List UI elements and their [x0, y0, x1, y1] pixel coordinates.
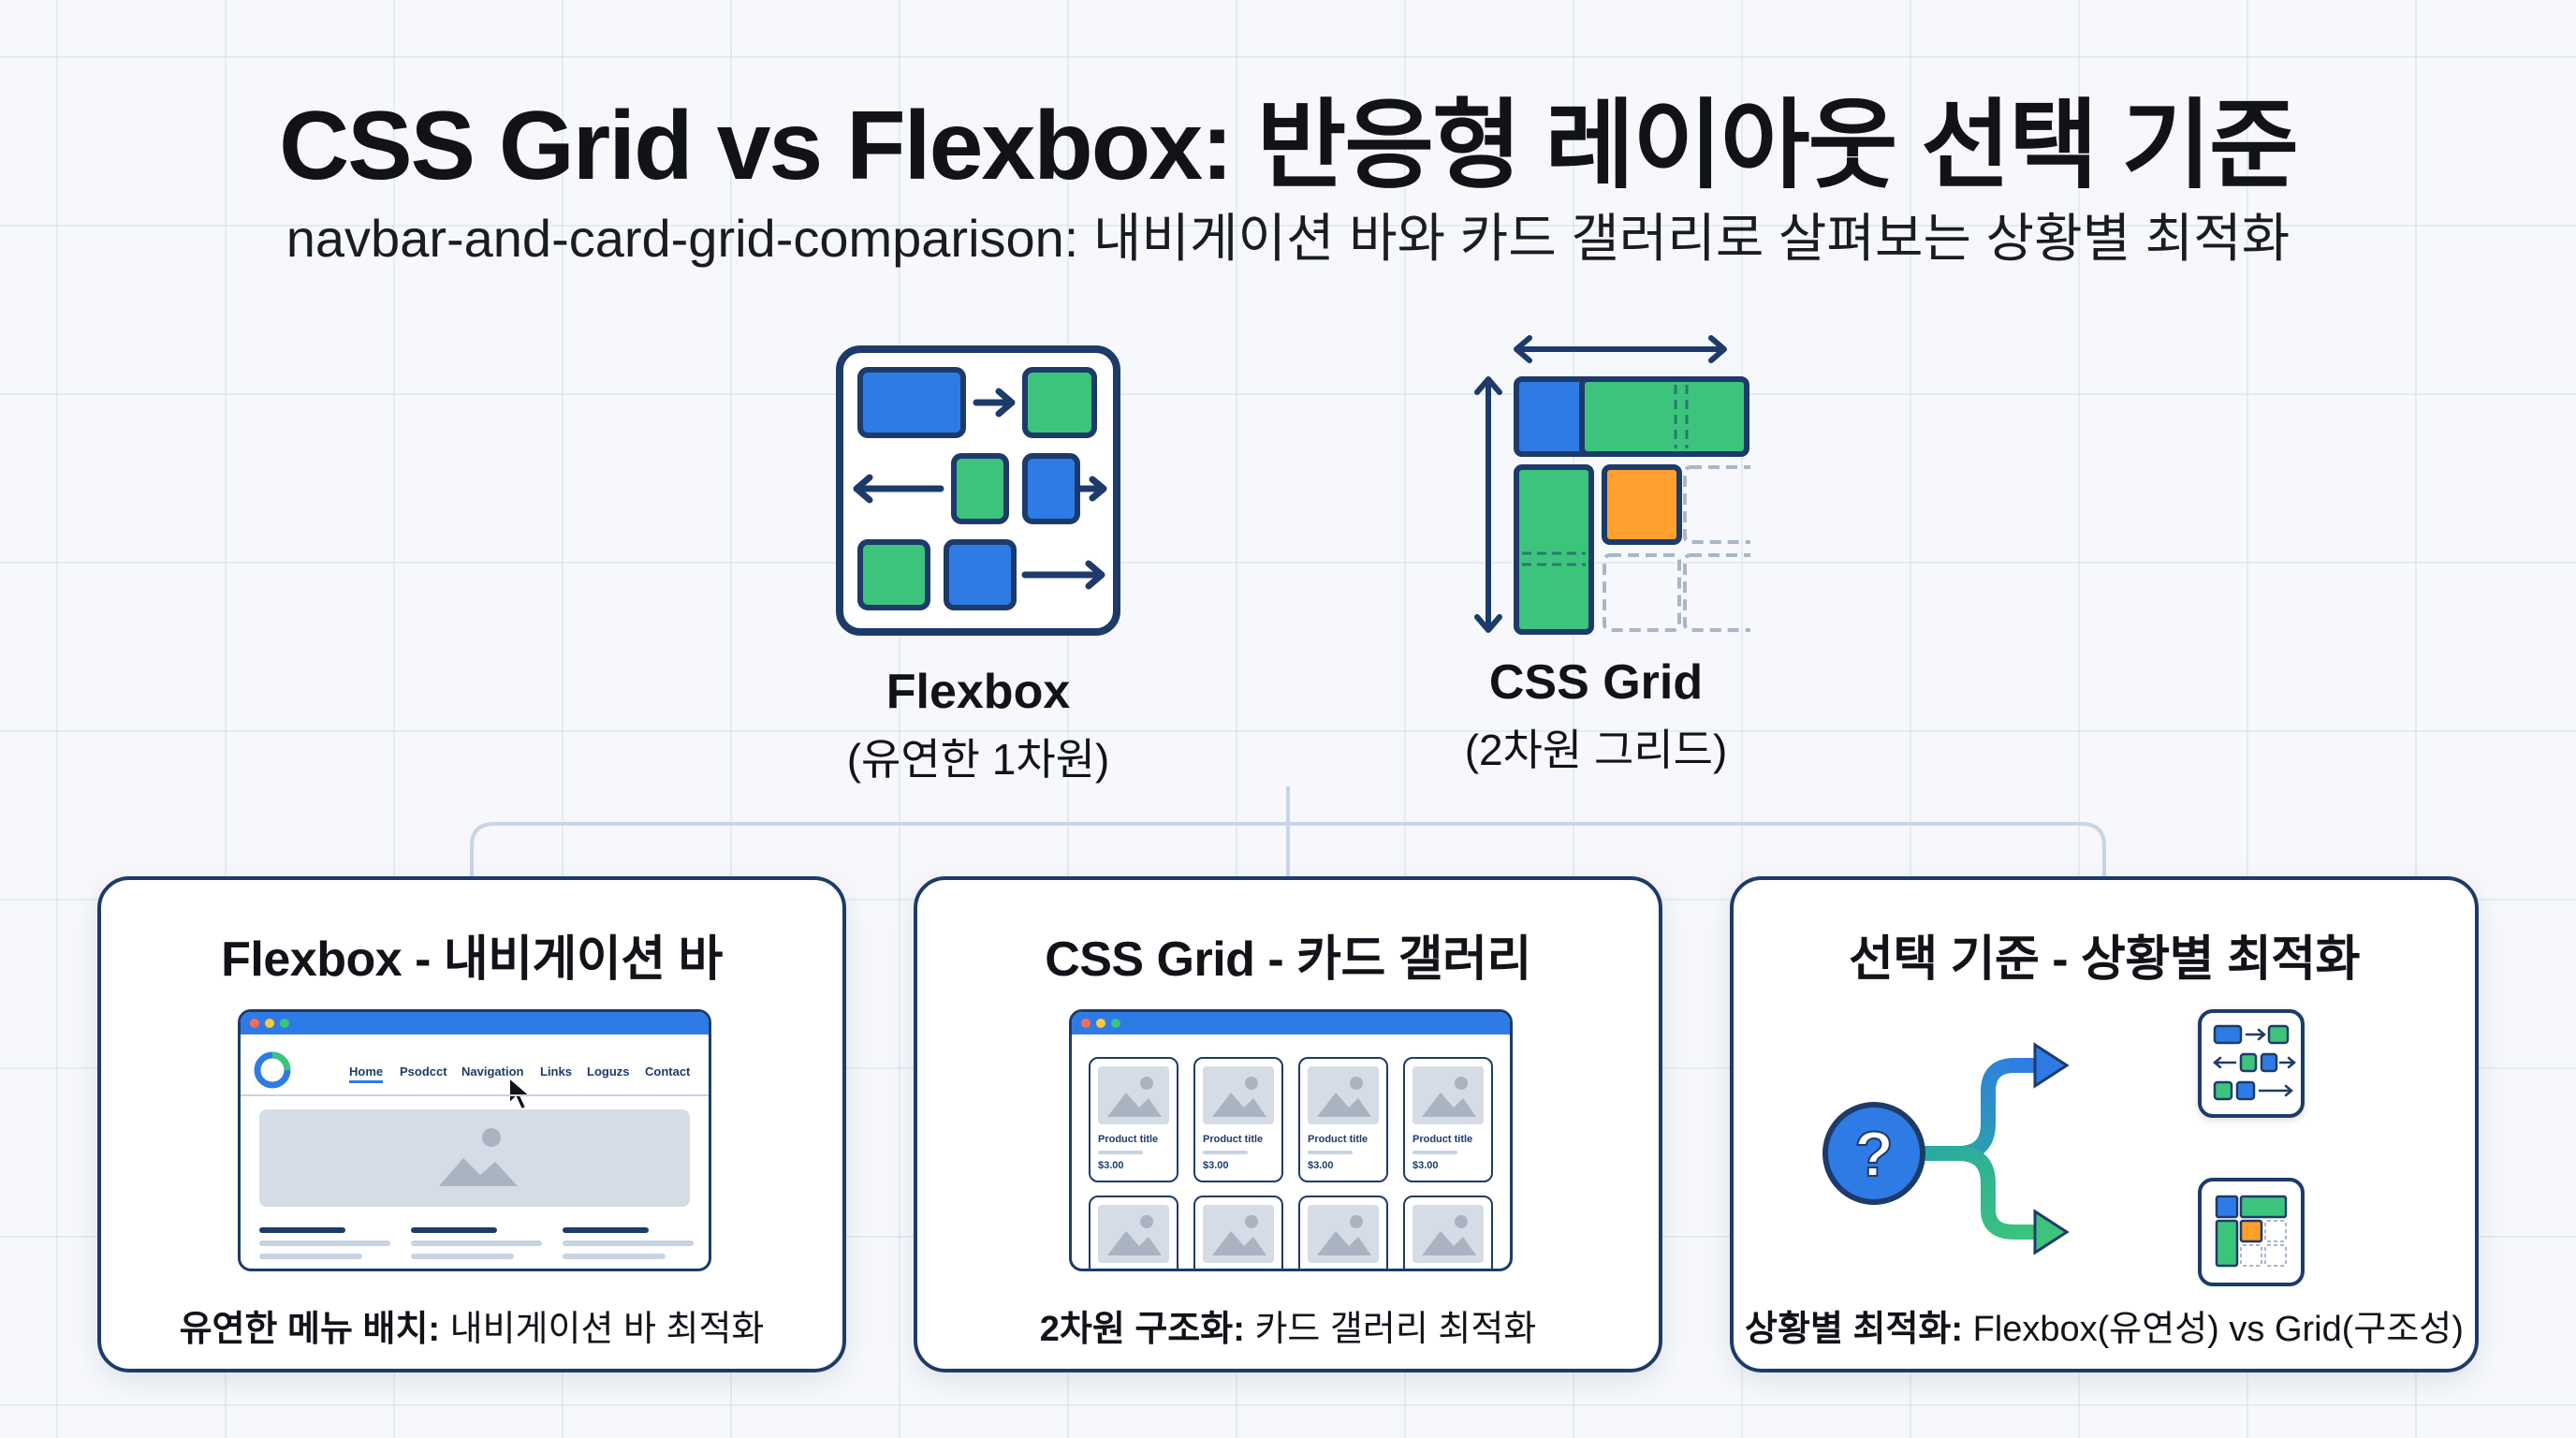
- card-title: Flexbox - 내비게이션 바: [221, 932, 723, 987]
- question-icon: ?: [1822, 1102, 1925, 1205]
- text-line: [563, 1227, 649, 1233]
- grid-hero: CSS Grid (2차원 그리드): [1409, 332, 1783, 778]
- navbar-divider: [241, 1094, 709, 1096]
- grid-mini-icon: [2198, 1178, 2305, 1286]
- nav-link-product[interactable]: Psodcct: [400, 1064, 447, 1078]
- flexbox-label: Flexbox: [886, 665, 1071, 719]
- text-line: [563, 1240, 694, 1246]
- nav-link-contact[interactable]: Contact: [645, 1064, 691, 1078]
- text-line: [1098, 1151, 1143, 1154]
- product-card[interactable]: [1193, 1196, 1283, 1269]
- text-line: [259, 1227, 345, 1233]
- window-dot-icon: [1096, 1019, 1105, 1028]
- image-placeholder: [1412, 1205, 1484, 1263]
- nav-link-home[interactable]: Home: [349, 1064, 384, 1083]
- nav-link-navigation[interactable]: Navigation: [461, 1064, 524, 1078]
- window-dot-icon: [1111, 1019, 1120, 1028]
- text-line: [1412, 1151, 1457, 1154]
- text-line: [1203, 1151, 1248, 1154]
- text-line: [1308, 1151, 1353, 1154]
- window-dot-icon: [1081, 1019, 1090, 1028]
- window-title-bar: [241, 1012, 709, 1034]
- image-placeholder: [1203, 1066, 1274, 1124]
- card-caption: 상황별 최적화: Flexbox(유연성) vs Grid(구조성): [1734, 1299, 2475, 1351]
- page-subtitle: navbar-and-card-grid-comparison: 내비게이션 바…: [285, 209, 2291, 268]
- image-icon: [439, 1128, 518, 1186]
- logo-icon: [254, 1051, 291, 1089]
- image-icon: [1422, 1215, 1476, 1255]
- product-card[interactable]: Product title $3.00: [1193, 1057, 1283, 1182]
- image-icon: [1212, 1215, 1266, 1255]
- decision-diagram: ?: [1822, 1009, 2305, 1286]
- flexbox-hero: Flexbox (유연한 1차원): [791, 342, 1165, 787]
- grid-sublabel: (2차원 그리드): [1464, 726, 1728, 774]
- product-price: $3.00: [1203, 1160, 1229, 1171]
- product-title: Product title: [1412, 1134, 1473, 1145]
- nav-link-logos[interactable]: Loguzs: [587, 1064, 630, 1078]
- flexbox-diagram-icon: [836, 345, 1120, 636]
- flexbox-sublabel: (유연한 1차원): [846, 735, 1110, 784]
- image-placeholder: [1308, 1205, 1379, 1263]
- navbar-mockup: Home Psodcct Navigation Links Loguzs Con…: [238, 1009, 711, 1271]
- product-price: $3.00: [1098, 1160, 1124, 1171]
- window-title-bar: [1072, 1012, 1510, 1034]
- image-icon: [1107, 1077, 1162, 1117]
- nav-link-links[interactable]: Links: [540, 1064, 572, 1078]
- card-flexbox-navbar: Flexbox - 내비게이션 바 Home Psodcct Navigatio…: [97, 876, 846, 1372]
- gallery-mockup: Product title $3.00 Product title $3.00 …: [1069, 1009, 1513, 1271]
- card-grid-gallery: CSS Grid - 카드 갤러리 Product title $3.00 Pr…: [914, 876, 1662, 1372]
- grid-label: CSS Grid: [1488, 655, 1704, 710]
- product-card[interactable]: Product title $3.00: [1089, 1057, 1178, 1182]
- text-line: [411, 1254, 514, 1259]
- card-caption: 2차원 구조화: 카드 갤러리 최적화: [917, 1299, 1659, 1351]
- card-title: 선택 기준 - 상황별 최적화: [1848, 932, 2361, 987]
- text-line: [411, 1240, 542, 1246]
- image-placeholder: [1308, 1066, 1379, 1124]
- image-icon: [1212, 1077, 1266, 1117]
- product-title: Product title: [1308, 1134, 1368, 1145]
- product-card[interactable]: Product title $3.00: [1298, 1057, 1388, 1182]
- product-card[interactable]: [1403, 1196, 1493, 1269]
- question-mark: ?: [1854, 1119, 1894, 1190]
- product-title: Product title: [1098, 1134, 1159, 1145]
- caption-bold: 2차원 구조화:: [1039, 1310, 1245, 1349]
- caption-text: 내비게이션 바 최적화: [440, 1310, 765, 1349]
- image-icon: [1107, 1215, 1162, 1255]
- window-dot-icon: [280, 1019, 289, 1028]
- caption-bold: 상황별 최적화:: [1745, 1310, 1964, 1349]
- text-line: [563, 1254, 666, 1259]
- window-dot-icon: [265, 1019, 274, 1028]
- flexbox-mini-icon: [2198, 1009, 2305, 1118]
- caption-bold: 유연한 메뉴 배치:: [179, 1310, 441, 1349]
- text-line: [259, 1254, 362, 1259]
- product-card[interactable]: [1298, 1196, 1388, 1269]
- text-line: [259, 1240, 390, 1246]
- product-price: $3.00: [1308, 1160, 1334, 1171]
- product-card[interactable]: Product title $3.00: [1403, 1057, 1493, 1182]
- product-card[interactable]: [1089, 1196, 1178, 1269]
- window-dot-icon: [250, 1019, 259, 1028]
- image-icon: [1317, 1077, 1371, 1117]
- image-placeholder: [1412, 1066, 1484, 1124]
- image-placeholder: [1098, 1066, 1169, 1124]
- image-icon: [1317, 1215, 1371, 1255]
- image-placeholder: [1203, 1205, 1274, 1263]
- page-title: CSS Grid vs Flexbox: 반응형 레이아웃 선택 기준: [279, 92, 2299, 200]
- card-caption: 유연한 메뉴 배치: 내비게이션 바 최적화: [101, 1299, 842, 1351]
- image-icon: [1422, 1077, 1476, 1117]
- card-selection-criteria: 선택 기준 - 상황별 최적화 ?: [1730, 876, 2479, 1372]
- image-placeholder: [259, 1109, 690, 1207]
- product-title: Product title: [1203, 1134, 1264, 1145]
- navbar: Home Psodcct Navigation Links Loguzs Con…: [241, 1051, 709, 1111]
- caption-text: 카드 갤러리 최적화: [1244, 1310, 1537, 1349]
- grid-diagram-icon: [1474, 335, 1750, 635]
- image-placeholder: [1098, 1205, 1169, 1263]
- text-line: [411, 1227, 497, 1233]
- caption-text: Flexbox(유연성) vs Grid(구조성): [1963, 1310, 2464, 1349]
- card-title: CSS Grid - 카드 갤러리: [1045, 932, 1531, 987]
- product-price: $3.00: [1412, 1160, 1439, 1171]
